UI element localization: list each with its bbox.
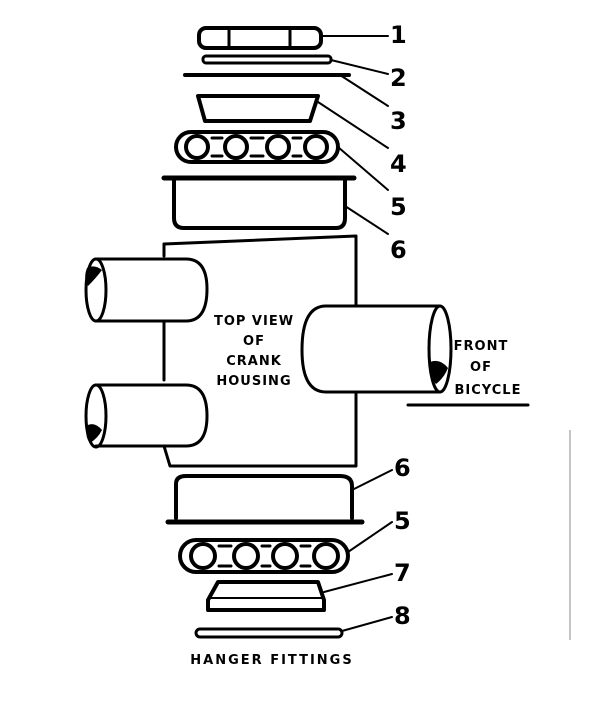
label-5-top: 5 (390, 193, 407, 221)
part-2-washer (201, 54, 333, 65)
part-6-cup-bottom (165, 474, 365, 525)
crank-housing (162, 234, 358, 468)
label-5-bottom: 5 (394, 507, 411, 535)
label-1: 1 (390, 21, 407, 49)
part-8-washer (194, 627, 344, 639)
leader-lines (317, 35, 393, 632)
left-tube-upper (84, 257, 209, 323)
label-6-bottom: 6 (394, 454, 411, 482)
label-3: 3 (390, 107, 407, 135)
right-tube (300, 304, 453, 394)
label-4: 4 (390, 150, 407, 178)
housing-line-1: TOP VIEW (214, 314, 294, 329)
front-line-3: BICYCLE (455, 383, 522, 398)
housing-line-2: OF (243, 334, 265, 349)
label-6-top: 6 (390, 236, 407, 264)
part-5-bearing-top (174, 130, 340, 164)
part-7-fixed-cone (206, 580, 326, 612)
label-2: 2 (390, 64, 407, 92)
housing-line-4: HOUSING (216, 374, 291, 389)
diagram-caption: HANGER FITTINGS (190, 653, 353, 668)
housing-label: TOP VIEW OF CRANK HOUSING (214, 314, 294, 389)
part-5-bearing-bottom (178, 538, 350, 574)
front-line-2: OF (470, 360, 492, 375)
label-8: 8 (394, 602, 411, 630)
bearing-balls-bottom (189, 542, 340, 570)
label-7: 7 (394, 559, 411, 587)
part-4-cone (196, 94, 320, 123)
housing-line-3: CRANK (226, 354, 282, 369)
part-1-lock-nut (197, 26, 323, 50)
front-line-1: FRONT (454, 339, 509, 354)
front-label: FRONT OF BICYCLE (454, 339, 522, 398)
bearing-balls-top (184, 134, 329, 160)
left-tube-lower (84, 383, 209, 449)
part-numbers: 1 2 3 4 5 6 6 5 7 8 (390, 21, 411, 630)
part-6-cup-top (161, 175, 357, 230)
